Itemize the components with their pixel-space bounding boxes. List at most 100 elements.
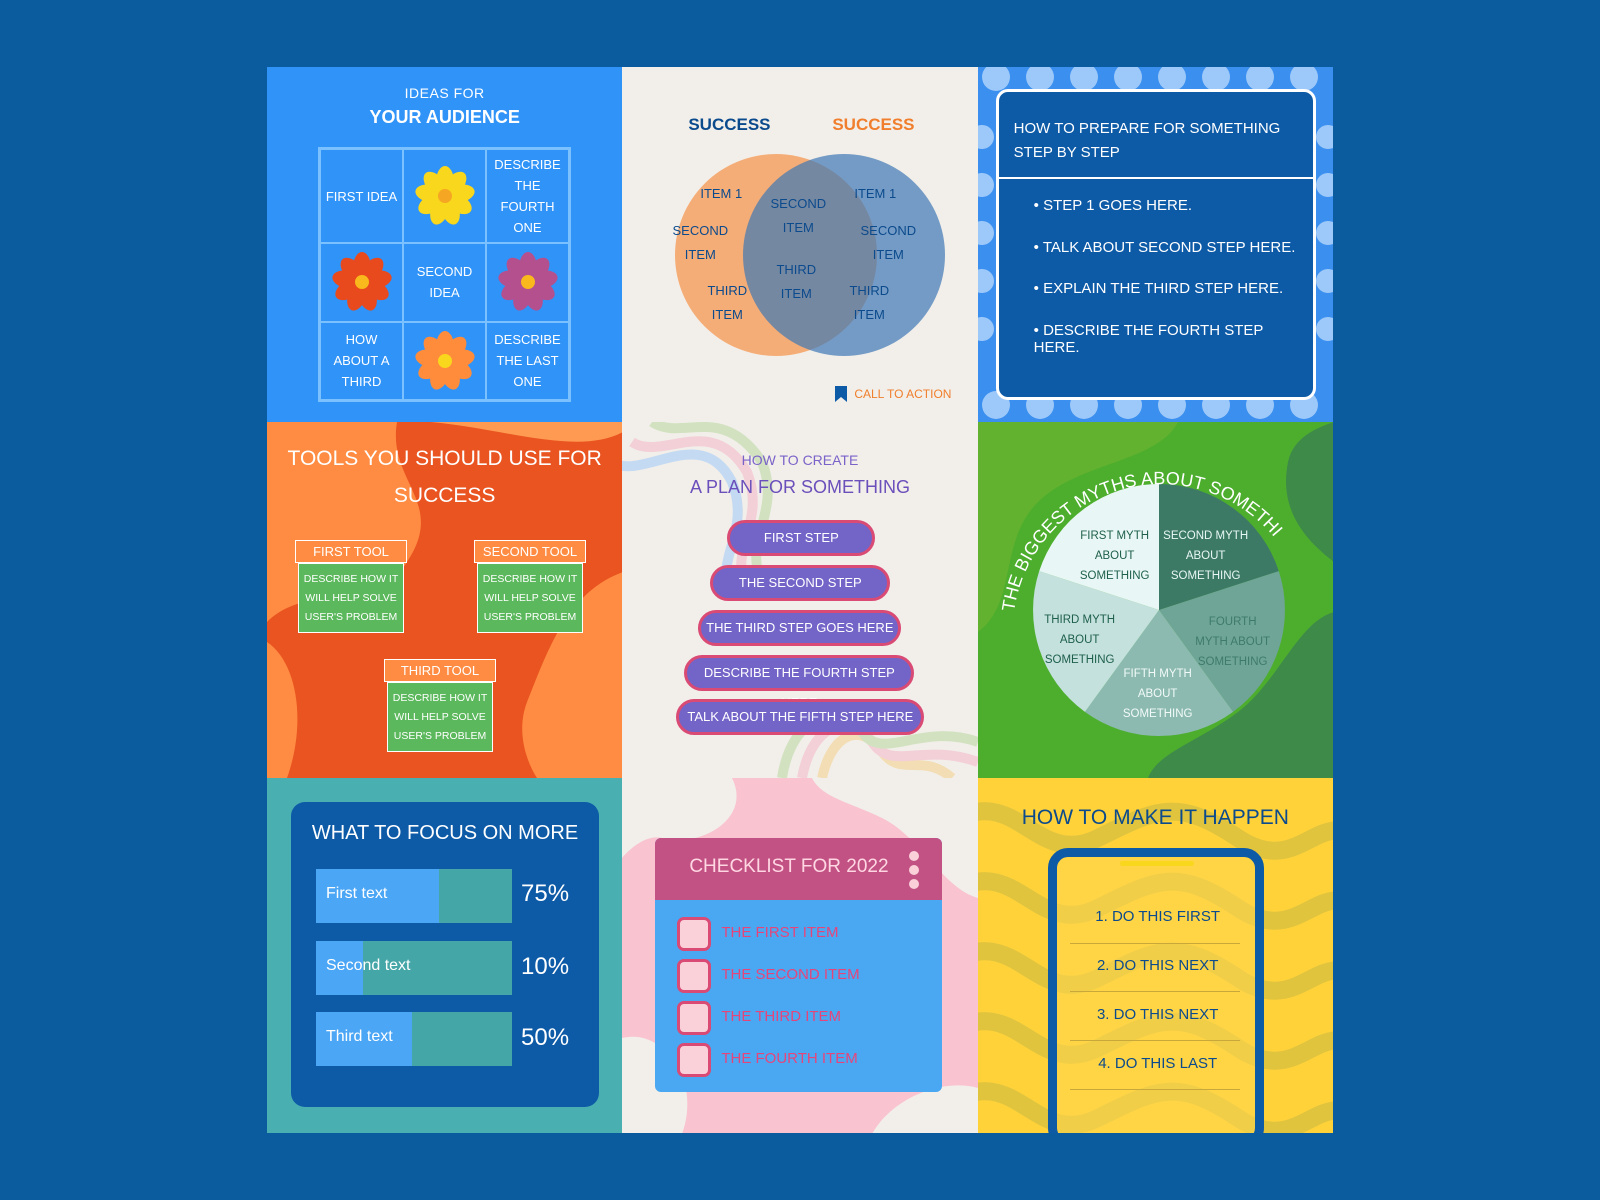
phone-speaker	[1119, 860, 1194, 866]
tool-card: SECOND TOOL DESCRIBE HOW IT WILL HELP SO…	[474, 540, 586, 634]
plan-step: TALK ABOUT THE FIFTH STEP HERE	[676, 699, 925, 736]
idea-cell: FIRST IDEA	[320, 149, 403, 243]
venn-tile[interactable]: SUCCESS SUCCESS ITEM 1 SECOND ITEM THIRD…	[622, 67, 978, 423]
steps-heading: HOW TO PREPARE FOR SOMETHING STEP BY STE…	[998, 92, 1313, 179]
checklist-checkbox[interactable]	[677, 958, 712, 993]
step-item: EXPLAIN THE THIRD STEP HERE.	[1034, 280, 1313, 322]
venn-item: THIRD ITEM	[707, 283, 748, 322]
plan-title: A PLAN FOR SOMETHING	[689, 477, 911, 498]
ideas-grid: FIRST IDEA DESCRIBE THE FOURTH ONE SECON…	[318, 147, 571, 402]
divider	[1069, 990, 1240, 992]
happen-step: 3. DO THIS NEXT	[1096, 1005, 1219, 1023]
plan-tile[interactable]: HOW TO CREATE A PLAN FOR SOMETHING FIRST…	[622, 422, 978, 778]
happen-step: 4. DO THIS LAST	[1098, 1054, 1218, 1072]
make-it-happen-title: HOW TO MAKE IT HAPPEN	[1021, 805, 1289, 829]
myth-slice-label: FOURTH MYTH ABOUT SOMETHING	[1195, 616, 1271, 669]
focus-bar-fill	[316, 1011, 413, 1066]
venn-diagram	[675, 154, 946, 356]
tool-card: FIRST TOOL DESCRIBE HOW IT WILL HELP SOL…	[295, 540, 407, 634]
make-it-happen-tile[interactable]: HOW TO MAKE IT HAPPEN 1. DO THIS FIRST 2…	[977, 777, 1333, 1133]
myth-slice-label: FIRST MYTH ABOUT SOMETHING	[1079, 530, 1150, 583]
venn-item: ITEM 1	[700, 186, 743, 201]
checklist-checkbox[interactable]	[677, 916, 712, 951]
focus-bar-percent: 50%	[521, 1023, 570, 1051]
focus-bar-fill	[316, 940, 364, 995]
focus-bar: Third text	[316, 1011, 512, 1066]
checklist-tile[interactable]: CHECKLIST FOR 2022 THE FIRST ITEM THE SE…	[622, 777, 978, 1133]
happen-step: 1. DO THIS FIRST	[1095, 907, 1221, 925]
divider	[1069, 1088, 1240, 1090]
checklist-item: THE SECOND ITEM	[721, 965, 860, 983]
template-grid: IDEAS FOR YOUR AUDIENCE FIRST IDEA DESCR…	[267, 67, 1333, 1133]
focus-bar-label: Second text	[326, 956, 411, 974]
call-to-action[interactable]: CALL TO ACTION	[834, 385, 951, 403]
step-item: DESCRIBE THE FOURTH STEP HERE.	[1034, 322, 1313, 364]
checklist-title: CHECKLIST FOR 2022	[689, 855, 889, 877]
bookmark-icon	[835, 386, 848, 402]
venn-item: ITEM 1	[854, 186, 897, 201]
tool-description: DESCRIBE HOW IT WILL HELP SOLVE USER'S P…	[298, 563, 404, 634]
idea-cell: SECOND IDEA	[403, 243, 486, 322]
step-item: STEP 1 GOES HERE.	[1034, 197, 1313, 239]
plan-step: DESCRIBE THE FOURTH STEP HERE	[684, 655, 915, 710]
happen-step: 2. DO THIS NEXT	[1096, 956, 1219, 974]
tool-card: THIRD TOOL DESCRIBE HOW IT WILL HELP SOL…	[384, 659, 496, 753]
myth-slice-label: FIFTH MYTH ABOUT SOMETHING	[1122, 668, 1193, 721]
focus-title: WHAT TO FOCUS ON MORE	[311, 821, 579, 844]
divider	[1069, 1039, 1240, 1041]
purple-flower-icon	[486, 243, 569, 322]
checklist-card: CHECKLIST FOR 2022 THE FIRST ITEM THE SE…	[655, 837, 943, 1092]
steps-card: HOW TO PREPARE FOR SOMETHING STEP BY STE…	[995, 89, 1316, 400]
venn-item: SECOND ITEM	[860, 223, 917, 262]
idea-cell: DESCRIBE THE LAST ONE	[486, 321, 569, 400]
focus-card: WHAT TO FOCUS ON MORE First text 75% Sec…	[291, 801, 599, 1107]
ideas-subtitle: IDEAS FOR	[404, 85, 485, 101]
venn-right-circle	[743, 154, 946, 356]
tools-title: TOOLS YOU SHOULD USE FOR SUCCESS	[287, 447, 602, 508]
plan-step: FIRST STEP	[727, 520, 876, 557]
checklist-item: THE FOURTH ITEM	[721, 1049, 858, 1067]
steps-tile[interactable]: HOW TO PREPARE FOR SOMETHING STEP BY STE…	[977, 67, 1333, 423]
venn-item: SECOND ITEM	[770, 196, 827, 235]
focus-bar-fill	[316, 868, 440, 923]
venn-left-label: SUCCESS	[688, 115, 771, 134]
checklist-item: THE THIRD ITEM	[721, 1007, 842, 1025]
venn-item: THIRD ITEM	[849, 283, 890, 322]
plan-step: THE THIRD STEP GOES HERE	[698, 610, 902, 647]
checklist-checkbox[interactable]	[677, 1042, 712, 1077]
focus-bar-label: Third text	[326, 1027, 393, 1045]
yellow-flower-icon	[403, 149, 486, 243]
focus-bar-percent: 10%	[521, 952, 570, 980]
tools-tile[interactable]: TOOLS YOU SHOULD USE FOR SUCCESS FIRST T…	[267, 422, 623, 778]
tool-description: DESCRIBE HOW IT WILL HELP SOLVE USER'S P…	[477, 563, 583, 634]
checklist-header: CHECKLIST FOR 2022	[655, 837, 943, 900]
venn-right-label: SUCCESS	[832, 115, 915, 134]
tool-name: SECOND TOOL	[474, 540, 586, 564]
steps-list: STEP 1 GOES HERE. TALK ABOUT SECOND STEP…	[999, 179, 1313, 363]
checklist-checkbox[interactable]	[677, 1000, 712, 1035]
focus-bar: First text	[316, 868, 512, 923]
more-vertical-icon[interactable]	[907, 848, 921, 892]
ideas-tile[interactable]: IDEAS FOR YOUR AUDIENCE FIRST IDEA DESCR…	[267, 67, 623, 423]
ideas-title: YOUR AUDIENCE	[369, 107, 520, 127]
venn-item: SECOND ITEM	[672, 223, 729, 262]
focus-bar-percent: 75%	[521, 879, 570, 907]
focus-bar-label: First text	[326, 884, 388, 902]
myths-tile[interactable]: THE BIGGEST MYTHS ABOUT SOMETHING FIRST …	[977, 422, 1333, 778]
idea-cell: DESCRIBE THE FOURTH ONE	[486, 149, 569, 243]
focus-tile[interactable]: WHAT TO FOCUS ON MORE First text 75% Sec…	[267, 777, 623, 1133]
tool-name: THIRD TOOL	[384, 659, 496, 683]
red-flower-icon	[320, 243, 403, 322]
step-item: TALK ABOUT SECOND STEP HERE.	[1034, 239, 1313, 281]
myth-slice-label: THIRD MYTH ABOUT SOMETHING	[1044, 614, 1116, 667]
idea-cell: HOW ABOUT A THIRD	[320, 321, 403, 400]
myths-pie-chart: THE BIGGEST MYTHS ABOUT SOMETHING	[977, 422, 1333, 778]
divider	[1069, 942, 1240, 944]
plan-subtitle: HOW TO CREATE	[741, 452, 859, 469]
cta-label: CALL TO ACTION	[854, 387, 952, 401]
orange-flower-icon	[403, 321, 486, 400]
checklist-item: THE FIRST ITEM	[721, 923, 839, 941]
plan-step: THE SECOND STEP	[710, 565, 891, 602]
myth-slice-label: SECOND MYTH ABOUT SOMETHING	[1163, 530, 1249, 583]
tool-name: FIRST TOOL	[295, 540, 407, 564]
